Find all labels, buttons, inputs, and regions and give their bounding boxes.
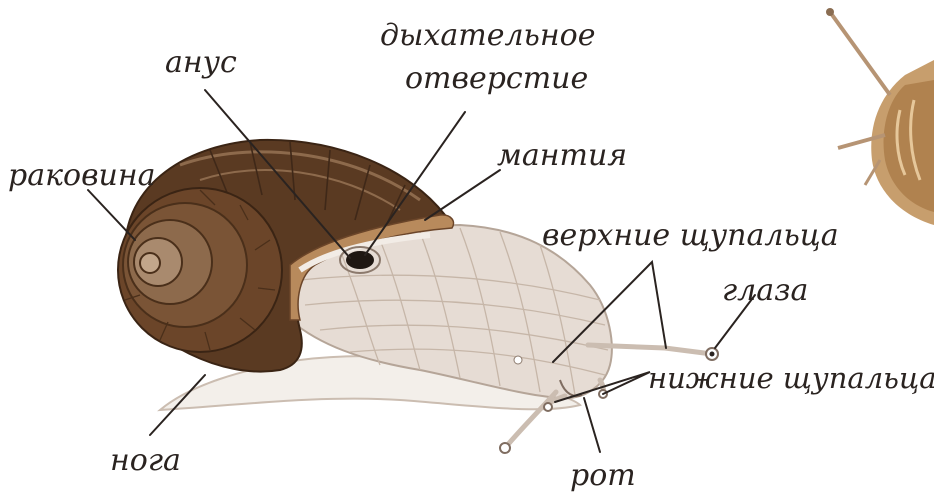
label-mantle: мантия [497,138,627,173]
mouth-leader [584,398,600,452]
snail-illustration [118,140,718,453]
label-breathing-hole-line1: дыхательное [380,18,595,53]
photo-snail [826,8,934,225]
label-breathing-hole-line2: отверстие [405,61,588,96]
label-upper-tentacles: верхние щупальца [542,218,839,253]
label-shell: раковина [8,158,156,193]
shell-leader [88,190,135,240]
label-foot: нога [110,443,181,478]
label-anus: анус [165,45,237,80]
label-mouth: рот [570,458,636,493]
mantle-leader [425,170,500,220]
breathing-hole [346,251,374,269]
label-eyes: глаза [722,273,808,308]
label-lower-tentacles: нижние щупальца [648,361,934,395]
